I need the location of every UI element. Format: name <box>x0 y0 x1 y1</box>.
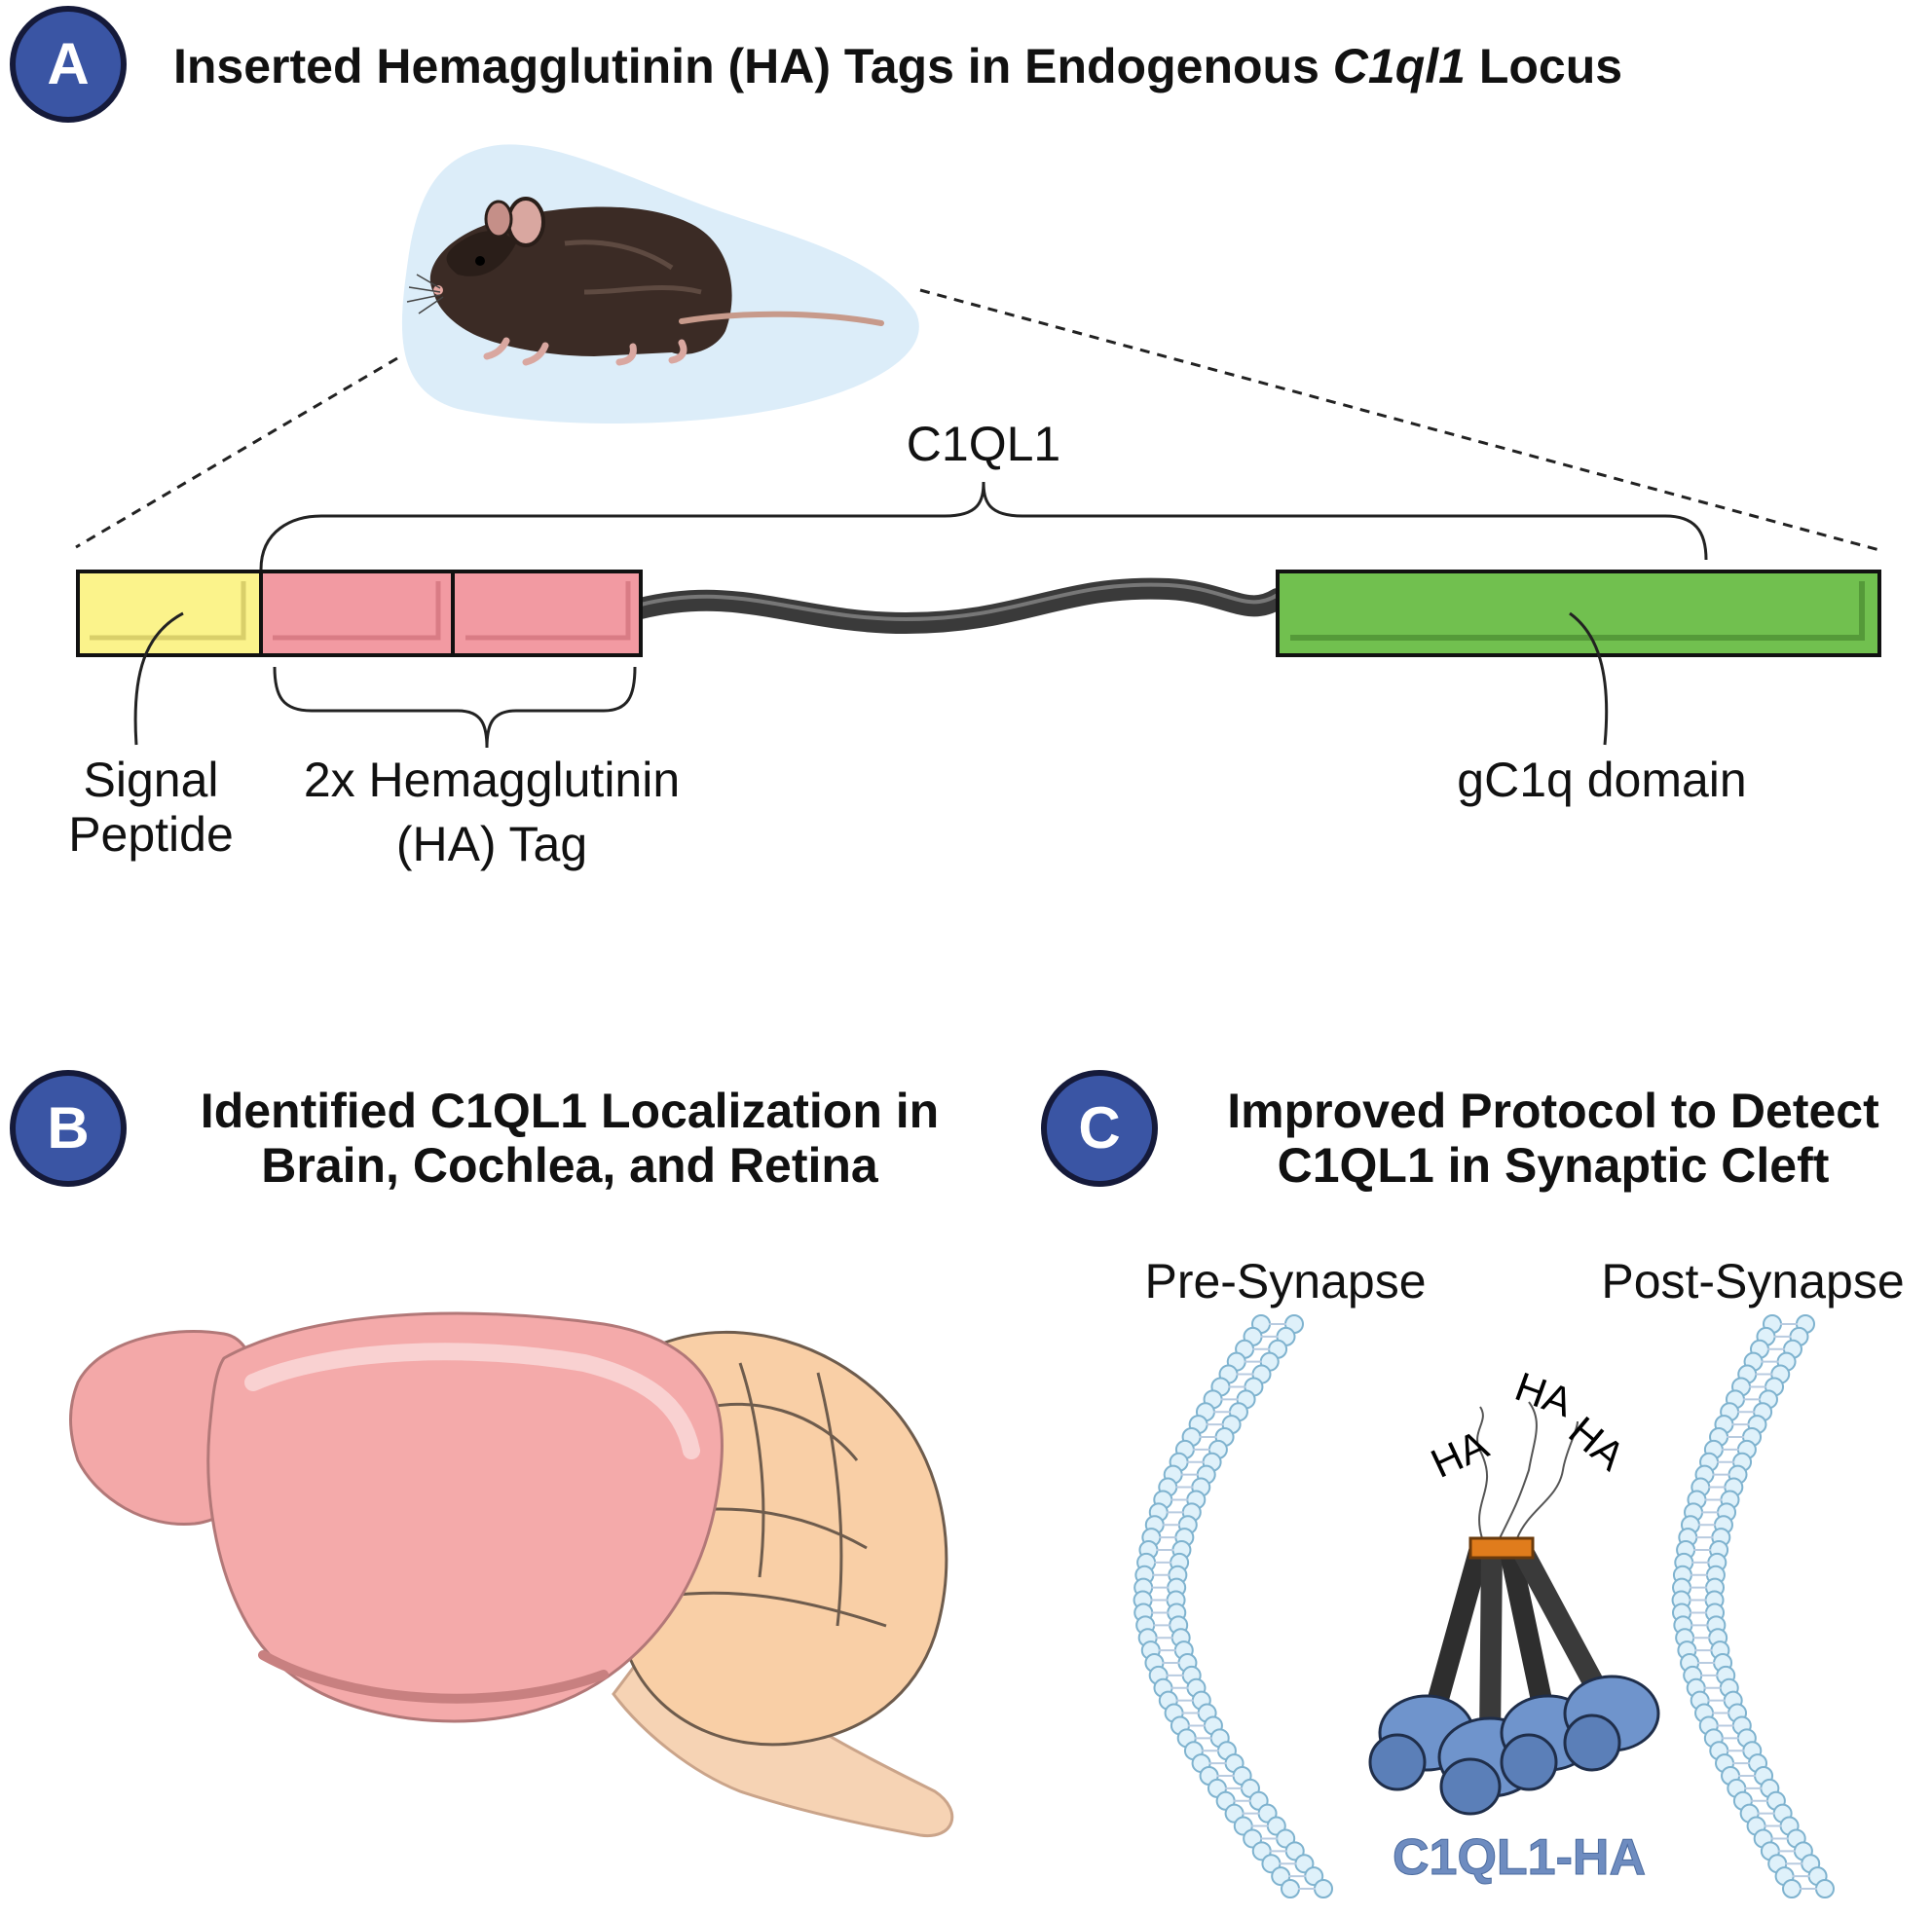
ha-tail-1 <box>1476 1406 1489 1539</box>
gc1q-domain-box <box>1276 570 1881 657</box>
lipid-head <box>1815 1879 1835 1898</box>
ha-tail-2 <box>1499 1401 1538 1539</box>
stalk-junction <box>1468 1536 1535 1560</box>
gc1q-heads <box>1368 1675 1660 1816</box>
linker <box>630 577 1288 635</box>
panel-b-title: Identified C1QL1 Localization in Brain, … <box>200 1084 940 1193</box>
panel-a-badge: A <box>10 6 127 123</box>
panel-c-title: Improved Protocol to Detect C1QL1 in Syn… <box>1227 1084 1879 1193</box>
ha-tag-brace <box>273 666 637 749</box>
zoom-line-left <box>75 356 398 549</box>
signal-peptide-label: Signal Peptide <box>68 753 234 862</box>
signal-peptide-leader <box>133 611 184 746</box>
zoom-line-right <box>919 288 1880 552</box>
ha-tail-3 <box>1516 1420 1579 1539</box>
panel-c-badge: C <box>1041 1070 1158 1187</box>
pre-synapse-label: Pre-Synapse <box>1144 1254 1427 1308</box>
ha-tag-box-1 <box>259 570 455 657</box>
ha-label-2: HA <box>1509 1363 1579 1425</box>
c1ql1-label: C1QL1 <box>906 417 1061 471</box>
panel-a-title: Inserted Hemagglutinin (HA) Tags in Endo… <box>173 39 1623 93</box>
brain-illustration <box>69 1311 954 1838</box>
post-synaptic-membrane <box>1671 1314 1835 1898</box>
lipid-head <box>1782 1879 1802 1898</box>
c1ql1-brace <box>259 481 1708 571</box>
gc1q-leader <box>1569 611 1609 746</box>
ha-tag-box-2 <box>451 570 643 657</box>
synapse-diagram: HA HA HA C1QL1-HA <box>1133 1314 1835 1898</box>
lipid-head <box>1281 1879 1300 1898</box>
signal-peptide-box <box>76 570 263 657</box>
ha-tag-label: 2x Hemagglutinin (HA) Tag <box>303 753 681 871</box>
panel-a-diagram <box>75 144 1881 749</box>
mouse-icon <box>406 197 884 366</box>
ha-label-3: HA <box>1560 1408 1633 1480</box>
lipid-head <box>1314 1879 1333 1898</box>
cerebrum <box>206 1311 724 1723</box>
c1ql1-ha-label: C1QL1-HA <box>1393 1829 1646 1886</box>
ha-label-1: HA <box>1424 1421 1495 1487</box>
pre-synaptic-membrane <box>1133 1314 1333 1898</box>
panel-b-badge: B <box>10 1070 127 1187</box>
post-synapse-label: Post-Synapse <box>1601 1254 1905 1308</box>
gc1q-domain-label: gC1q domain <box>1457 753 1747 807</box>
c1ql1-trimer-stalks <box>1421 1537 1616 1753</box>
